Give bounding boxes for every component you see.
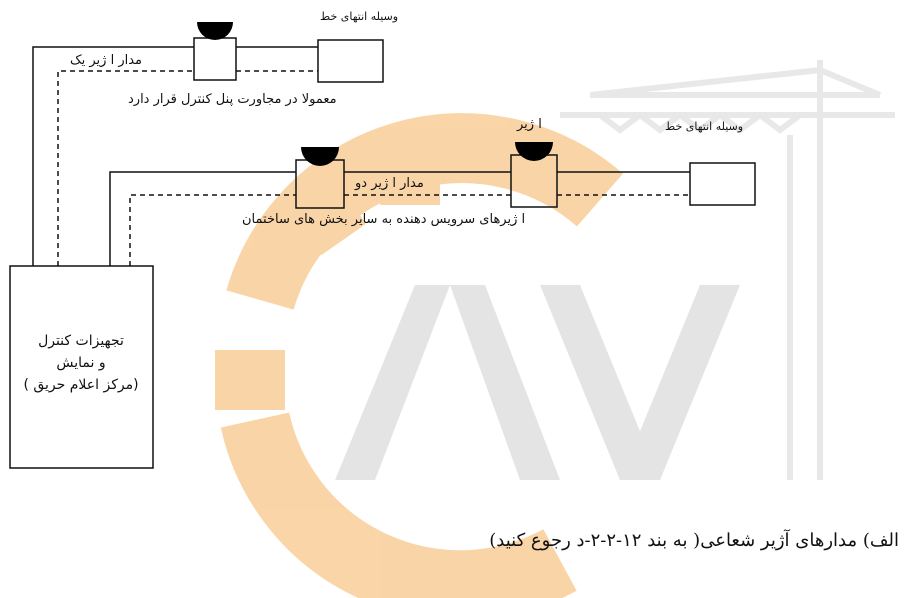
figure-caption: الف) مدارهای آژیر شعاعی( به بند ۱۲-۲-۲-د…: [489, 530, 899, 551]
siren-icon-circuit-one: [197, 22, 233, 40]
watermark-letters: [335, 285, 740, 480]
circuit-one-solid-line: [32, 46, 194, 266]
control-panel-line-2: و نمایش: [56, 355, 106, 371]
circuit-two-solid-line: [109, 171, 296, 266]
near-panel-note: معمولا در مجاورت پنل کنترل قرار دارد: [128, 92, 337, 107]
control-panel-text: تجهیزات کنترل و نمایش (مرکز اعلام حریق ): [10, 330, 152, 396]
circuit-two-dashed-line: [129, 194, 296, 266]
end-device-label-top: وسیله انتهای خط: [320, 10, 399, 23]
control-panel-line-3: (مرکز اعلام حریق ): [23, 377, 139, 393]
service-sirens-note: ا ژیرهای سرویس دهنده به سایر بخش های ساخ…: [242, 212, 526, 227]
circuit-one: [32, 37, 384, 266]
watermark-crane: [560, 60, 895, 480]
siren-icon-circuit-two-b: [515, 142, 553, 161]
circuit-one-dashed-line: [57, 70, 194, 266]
end-of-line-device-middle: [689, 162, 756, 206]
end-of-line-device-top: [317, 39, 384, 83]
siren-icon-circuit-two-a: [301, 147, 339, 166]
watermark-logo: [215, 60, 895, 598]
end-device-label-middle: وسیله انتهای خط: [665, 120, 744, 133]
watermark-gear-teeth: [215, 150, 530, 598]
circuit-two-label: مدار ا ژیر دو: [355, 176, 424, 191]
circuit-one-label: مدار ا ژیر یک: [70, 53, 143, 68]
circuit-two: [109, 154, 756, 266]
control-panel-box: [9, 265, 154, 469]
control-panel-line-1: تجهیزات کنترل: [38, 333, 124, 349]
siren-label: ا ژیر: [517, 117, 542, 132]
siren-box-circuit-one: [193, 37, 237, 81]
